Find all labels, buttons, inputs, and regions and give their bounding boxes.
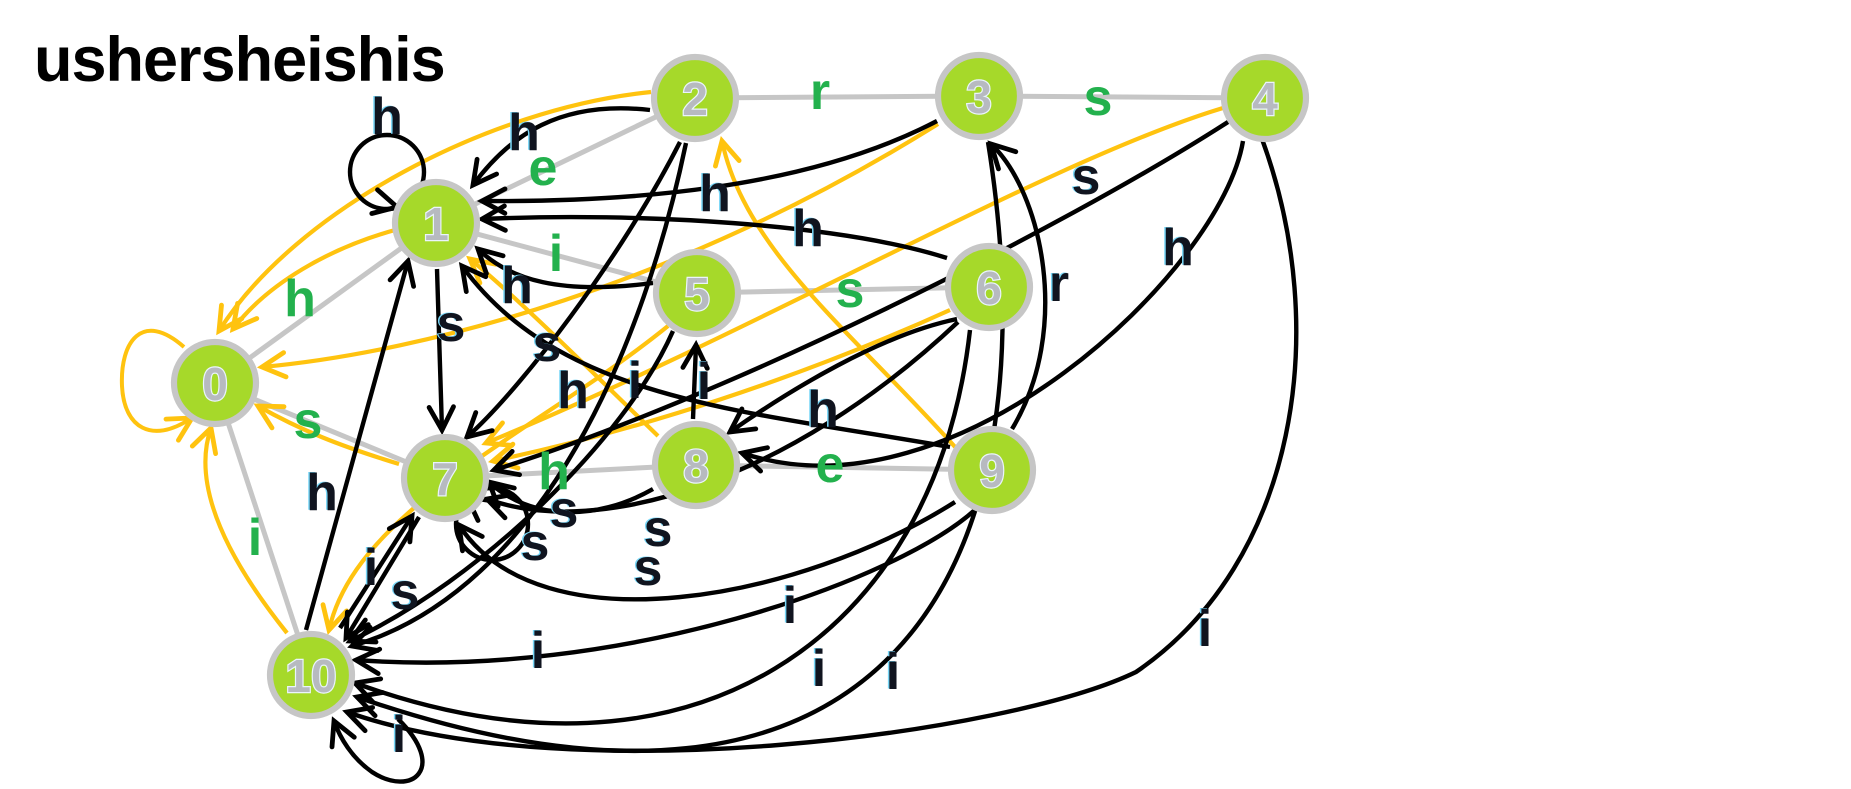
svg-text:8: 8 — [683, 440, 709, 492]
svg-text:6: 6 — [976, 262, 1002, 314]
svg-text:h: h — [284, 270, 316, 328]
svg-text:e: e — [816, 436, 845, 494]
svg-text:i: i — [812, 640, 826, 698]
svg-text:r: r — [1049, 255, 1069, 313]
svg-text:h: h — [501, 257, 533, 315]
svg-text:i: i — [549, 225, 563, 283]
svg-text:h: h — [699, 165, 731, 223]
svg-text:i: i — [886, 643, 900, 701]
svg-text:5: 5 — [684, 268, 710, 320]
svg-text:h: h — [557, 362, 589, 420]
svg-text:i: i — [248, 509, 262, 567]
svg-text:2: 2 — [682, 73, 708, 125]
svg-text:7: 7 — [432, 453, 458, 505]
svg-text:s: s — [550, 481, 579, 539]
svg-text:s: s — [533, 315, 562, 373]
svg-text:h: h — [792, 200, 824, 258]
svg-text:h: h — [1162, 219, 1194, 277]
svg-text:s: s — [1084, 69, 1113, 127]
svg-text:h: h — [807, 381, 839, 439]
svg-text:3: 3 — [966, 71, 992, 123]
svg-text:i: i — [783, 577, 797, 635]
svg-text:i: i — [392, 706, 406, 764]
svg-text:i: i — [1198, 600, 1212, 658]
svg-text:i: i — [628, 352, 642, 410]
svg-text:h: h — [371, 88, 403, 146]
svg-text:9: 9 — [979, 445, 1005, 497]
svg-text:s: s — [836, 261, 865, 319]
svg-text:10: 10 — [285, 650, 336, 702]
svg-text:s: s — [294, 392, 323, 450]
svg-text:s: s — [644, 500, 673, 558]
svg-text:i: i — [697, 353, 711, 411]
svg-text:h: h — [538, 443, 570, 501]
svg-text:s: s — [1072, 148, 1101, 206]
svg-text:0: 0 — [202, 358, 228, 410]
svg-text:i: i — [364, 539, 378, 597]
svg-text:e: e — [529, 139, 558, 197]
svg-text:s: s — [391, 563, 420, 621]
svg-text:s: s — [437, 295, 466, 353]
svg-text:s: s — [521, 514, 550, 572]
svg-text:r: r — [810, 63, 830, 121]
svg-text:h: h — [508, 104, 540, 162]
svg-text:4: 4 — [1252, 73, 1278, 125]
svg-text:h: h — [306, 464, 338, 522]
svg-text:1: 1 — [423, 198, 449, 250]
svg-text:s: s — [634, 539, 663, 597]
svg-text:i: i — [531, 622, 545, 680]
